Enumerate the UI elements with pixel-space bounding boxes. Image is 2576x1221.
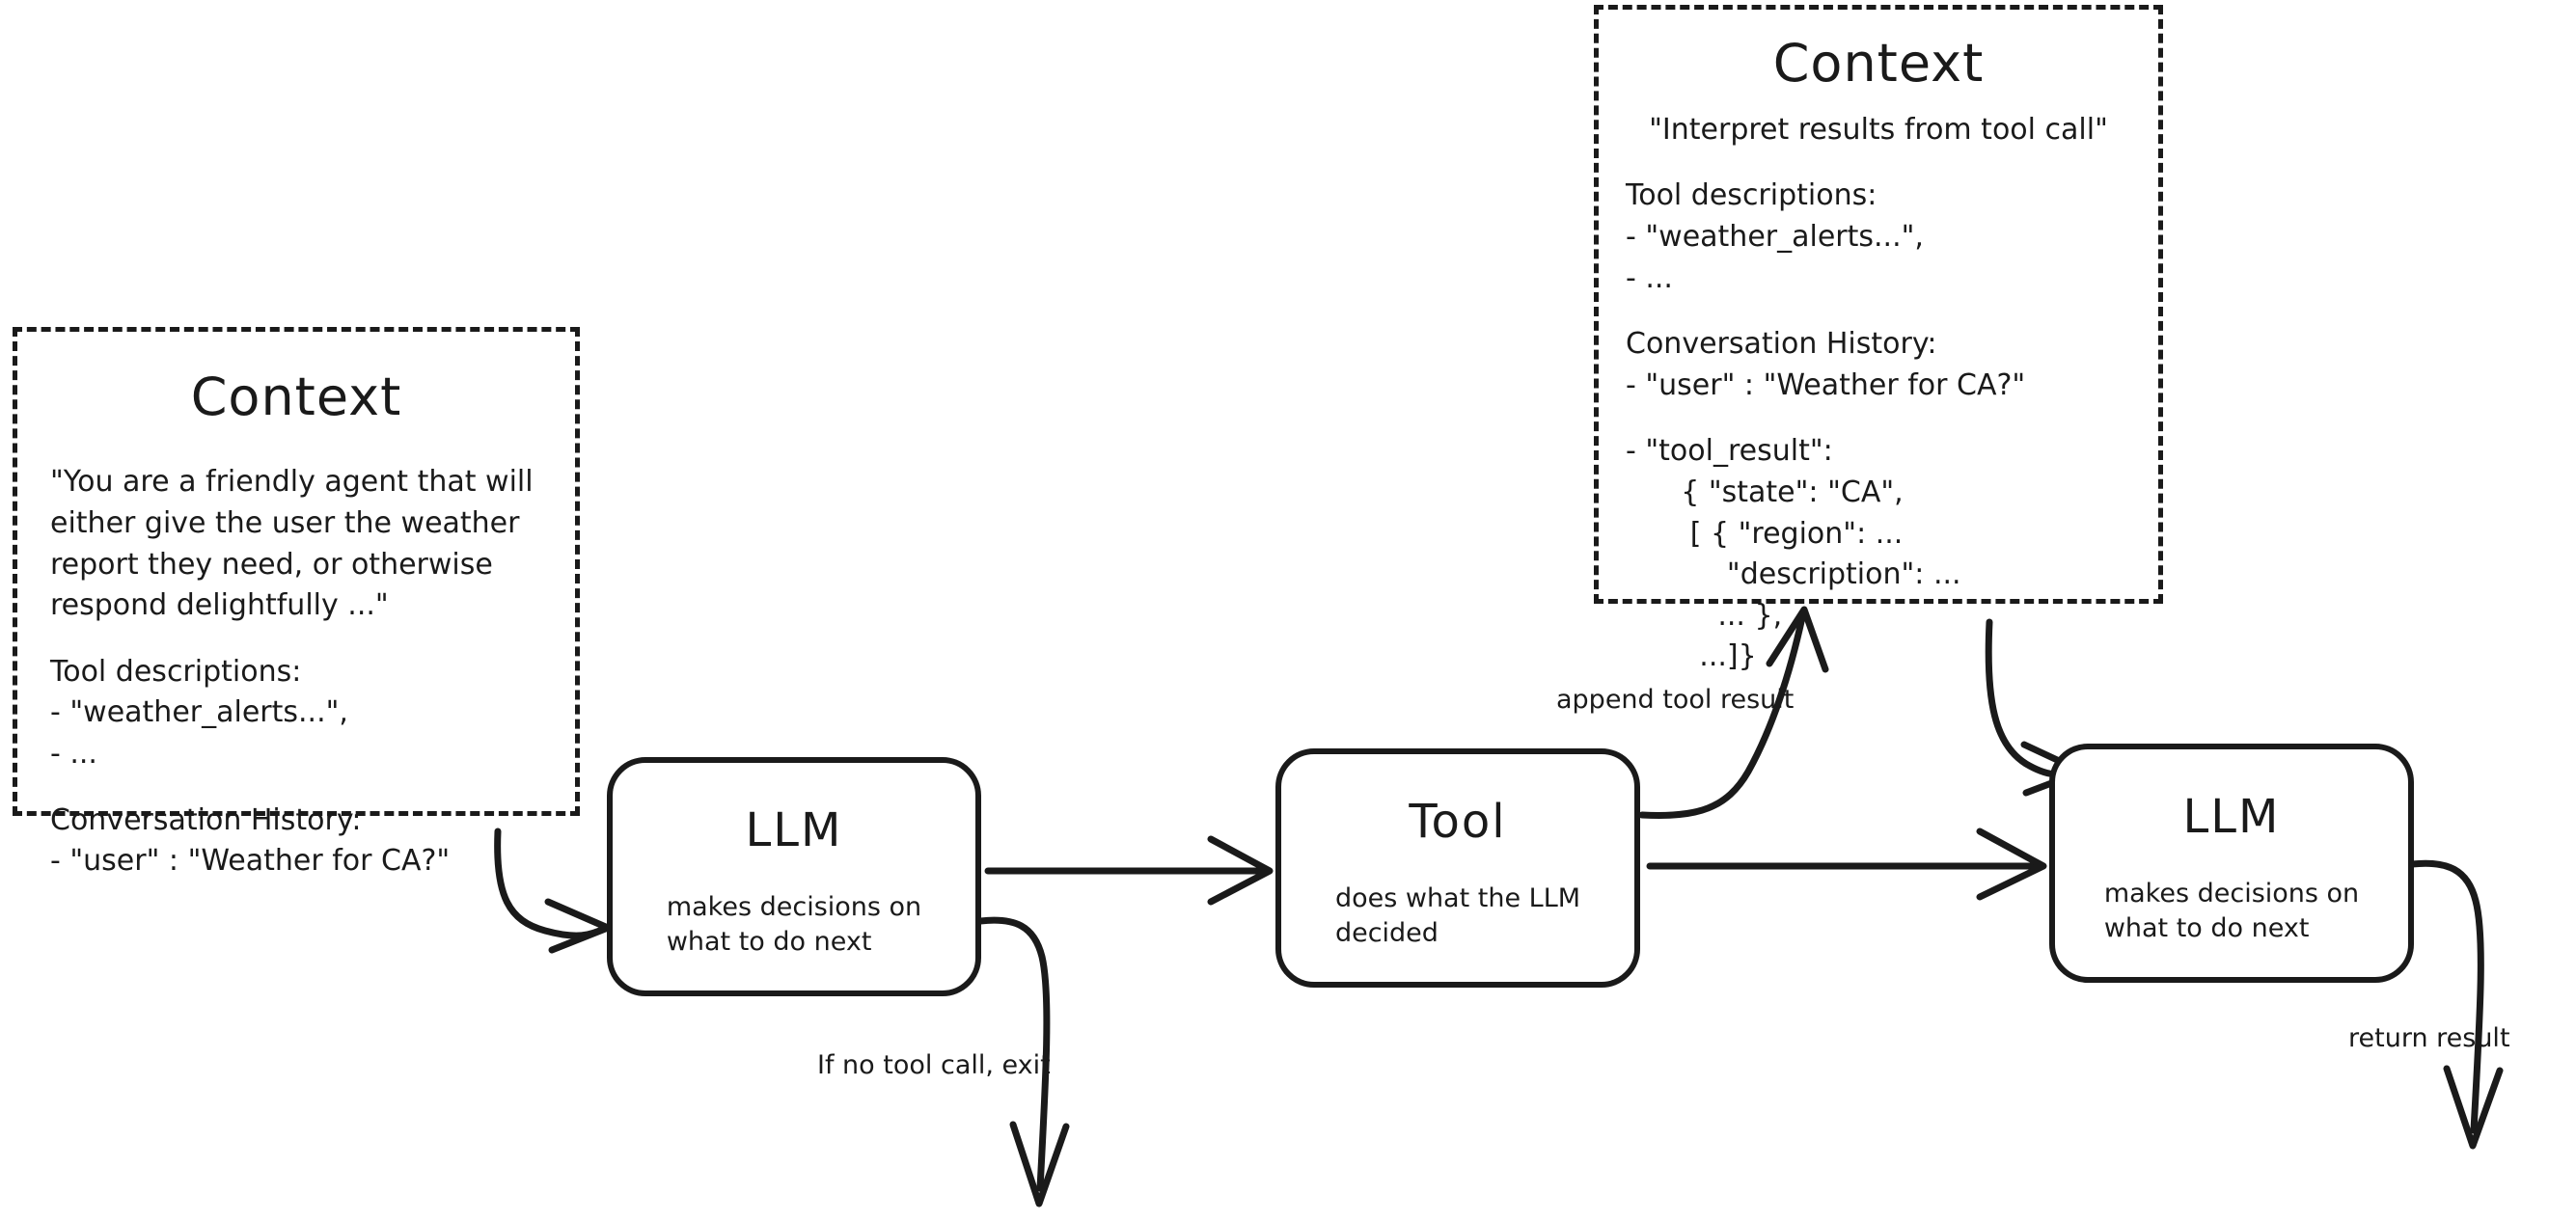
context-left-title: Context <box>190 366 402 427</box>
node-llm-first-subtitle: makes decisions on what to do next <box>666 892 922 957</box>
context-left-tool-descriptions-header: Tool descriptions: <box>50 654 302 689</box>
edge-llm1-to-tool <box>984 835 1274 906</box>
edge-label-if-no-tool-call-exit: If no tool call, exit <box>817 1050 1051 1080</box>
edge-label-return-result: return result <box>2348 1023 2510 1053</box>
context-right-tool-result-block: - "tool_result": { "state": "CA", [ { "r… <box>1626 434 1961 674</box>
node-tool[interactable]: Tool does what the LLM decided <box>1275 748 1640 988</box>
context-left-tool-descriptions-items: - "weather_alerts...", - ... <box>50 695 348 771</box>
context-right-subtitle: "Interpret results from tool call" <box>1649 113 2108 148</box>
node-llm-second-subtitle: makes decisions on what to do next <box>2103 879 2360 943</box>
spacer <box>1626 406 2131 431</box>
edge-label-append-tool-result: append tool result <box>1556 685 1795 715</box>
node-llm-second[interactable]: LLM makes decisions on what to do next <box>2049 744 2414 983</box>
node-tool-title: Tool <box>1409 795 1507 849</box>
spacer <box>50 627 542 652</box>
context-left-conversation-items: - "user" : "Weather for CA?" <box>50 844 451 879</box>
node-tool-subtitle: does what the LLM decided <box>1334 883 1581 948</box>
node-llm-second-title: LLM <box>2182 790 2281 844</box>
edge-tool-to-llm2 <box>1646 828 2047 901</box>
context-left-conversation-header: Conversation History: <box>50 802 362 837</box>
context-right-conversation-header: Conversation History: <box>1626 327 1937 362</box>
context-right-tool-descriptions-items: - "weather_alerts...", - ... <box>1626 219 1924 295</box>
context-box-right: Context "Interpret results from tool cal… <box>1594 5 2163 673</box>
node-llm-first-title: LLM <box>745 803 843 857</box>
node-llm-first[interactable]: LLM makes decisions on what to do next <box>607 757 981 996</box>
context-right-title: Context <box>1772 33 1985 94</box>
context-right-tool-descriptions-header: Tool descriptions: <box>1626 178 1877 213</box>
context-left-system-prompt: "You are a friendly agent that will eith… <box>50 465 534 623</box>
spacer <box>50 775 542 800</box>
context-box-left: Context "You are a friendly agent that w… <box>13 327 580 878</box>
context-right-conversation-user: - "user" : "Weather for CA?" <box>1626 367 2026 402</box>
spacer <box>1626 299 2131 324</box>
edge-llm2-return <box>2408 859 2504 1150</box>
